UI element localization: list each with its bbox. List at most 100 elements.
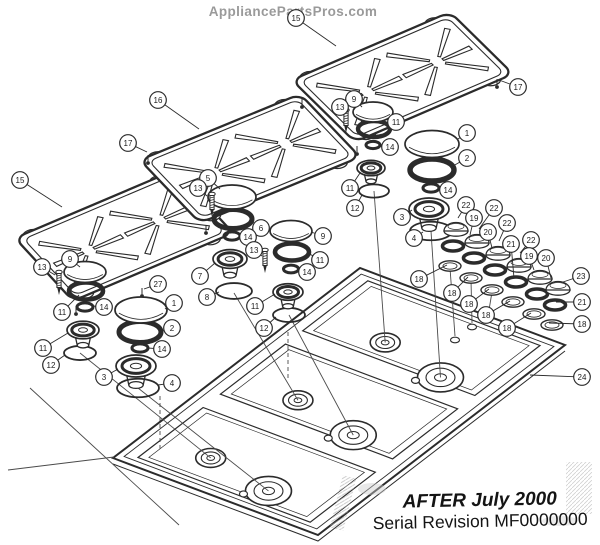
callout-circle: [458, 124, 476, 142]
callout-circle: [33, 258, 51, 276]
callout-number: 18: [578, 320, 587, 329]
callout-number: 18: [415, 275, 424, 284]
callout-number: 18: [465, 300, 474, 309]
callout-number: 15: [16, 176, 25, 185]
part-callout-20: 20: [479, 223, 497, 249]
callout-circle: [460, 295, 478, 313]
callout-leader: [307, 252, 314, 257]
screw-thread: [343, 120, 349, 122]
screw-thread: [343, 117, 349, 120]
callout-circle: [245, 241, 263, 259]
callout-circle: [498, 214, 516, 232]
screw-thread: [343, 115, 349, 117]
base-foot: [223, 271, 237, 279]
callout-leader: [76, 263, 81, 268]
panel-outline: [110, 266, 568, 537]
callout-circle: [485, 199, 503, 217]
simmer-cap-stack: [438, 221, 469, 272]
screw-head: [495, 85, 499, 89]
callout-leader: [49, 332, 69, 345]
callout-circle: [479, 223, 497, 241]
revision-stamp: AFTER July 2000 Serial Revision MF000000…: [373, 488, 589, 534]
callout-number: 12: [260, 324, 269, 333]
base-crown: [70, 322, 96, 338]
panel-inner-rim: [123, 273, 555, 530]
stamp-after-date: AFTER July 2000: [401, 488, 557, 512]
part-callout-21: 21: [502, 235, 520, 279]
part-callout-18: 18: [443, 276, 469, 302]
callout-leader: [498, 230, 505, 242]
part-callout-13: 13: [33, 258, 56, 276]
callout-number: 6: [259, 224, 264, 233]
cap-seam: [447, 223, 465, 230]
screw-head: [146, 161, 150, 165]
callout-number: 13: [250, 246, 259, 255]
grate-screw: [300, 99, 304, 109]
screw-tip: [57, 287, 61, 295]
callout-leader: [213, 183, 221, 190]
cluster-to-panel-leader: [449, 267, 456, 337]
callout-number: 11: [346, 184, 355, 193]
callout-number: 14: [386, 143, 395, 152]
callout-circle: [191, 267, 209, 285]
stamp-serial-revision: Serial Revision MF0000000: [373, 509, 589, 534]
callout-leader: [469, 225, 473, 236]
burner-assembly-stack: [207, 184, 257, 300]
part-callout-11: 11: [34, 332, 69, 357]
callout-number: 3: [102, 373, 107, 382]
callout-number: 12: [351, 204, 360, 213]
screw-tip: [344, 125, 348, 133]
screw-tip: [210, 209, 214, 217]
part-callout-22: 22: [498, 214, 516, 242]
callout-circle: [252, 219, 270, 237]
callout-leader: [157, 383, 164, 386]
panel-mount-hole: [449, 336, 461, 344]
valve-screw: [208, 191, 216, 217]
part-callout-14: 14: [297, 263, 316, 281]
base-foot: [281, 303, 295, 310]
callout-circle: [509, 78, 527, 96]
screw-head: [74, 312, 78, 316]
callout-circle: [53, 303, 71, 321]
callout-number: 22: [527, 236, 536, 245]
burner-cap: [207, 184, 257, 210]
screw-head: [355, 152, 359, 156]
callout-leader: [492, 300, 511, 312]
boss-mid: [287, 393, 308, 407]
callout-circle: [381, 138, 399, 156]
part-callout-7: 7: [191, 262, 216, 285]
callout-circle: [298, 263, 316, 281]
burner-assembly-stack: [261, 219, 313, 323]
part-callout-18: 18: [410, 264, 448, 288]
burner-cap-edge: [211, 199, 253, 207]
part-callout-24: 24: [529, 368, 591, 386]
part-callout-19: 19: [520, 247, 538, 271]
callout-leader: [531, 263, 535, 271]
cap-seam: [549, 282, 567, 289]
callout-leader: [67, 294, 80, 307]
base-foot: [76, 341, 90, 349]
base-crown: [216, 251, 244, 267]
callout-number: 22: [462, 201, 471, 210]
diagram-artwork: [7, 9, 592, 542]
callout-circle: [331, 98, 349, 116]
seal-ring-inner: [526, 310, 542, 318]
callout-number: 14: [244, 233, 253, 242]
callout-circle: [255, 319, 273, 337]
callout-number: 12: [47, 361, 56, 370]
callout-number: 14: [444, 186, 453, 195]
base-crown: [359, 161, 383, 175]
seal-ring: [438, 260, 462, 272]
callout-number: 14: [303, 268, 312, 277]
callout-circle: [119, 134, 137, 152]
screw-thread: [56, 282, 62, 284]
callout-circle: [149, 275, 167, 293]
part-callout-18: 18: [548, 315, 591, 333]
callout-leader: [498, 79, 511, 85]
callout-circle: [11, 171, 29, 189]
part-callout-13: 13: [331, 98, 349, 116]
callout-leader: [159, 329, 165, 332]
part-callout-17: 17: [119, 134, 148, 153]
callout-number: 13: [38, 263, 47, 272]
